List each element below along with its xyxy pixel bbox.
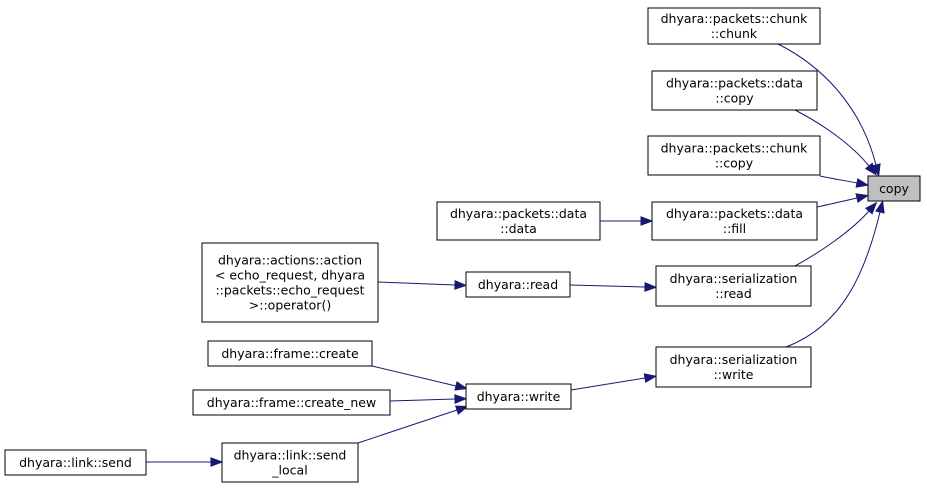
node-label-line: < echo_request, dhyara bbox=[215, 268, 365, 283]
node-box bbox=[465, 271, 571, 298]
edge-send_local-to-write bbox=[357, 405, 469, 444]
edge-data_copy-to-copy bbox=[794, 109, 877, 176]
arrowhead-icon bbox=[454, 381, 469, 391]
node-label-line: >::operator() bbox=[249, 298, 331, 313]
edge-write-to-ser_write bbox=[570, 373, 658, 391]
arrowhead-icon bbox=[643, 373, 658, 383]
edge-data_data-to-data_fill bbox=[600, 216, 654, 226]
arrowhead-icon bbox=[855, 193, 870, 203]
node-label-line: dhyara::link::send bbox=[19, 455, 132, 470]
node-box bbox=[4, 449, 147, 476]
edge-ser_read-to-copy bbox=[794, 201, 878, 267]
nodes-layer: copydhyara::packets::chunk::chunkdhyara:… bbox=[4, 7, 921, 483]
node-label-line: dhyara::read bbox=[478, 277, 558, 292]
node-box bbox=[221, 442, 359, 483]
edge-ser_write-to-copy bbox=[785, 199, 885, 348]
node-label-line: ::write bbox=[714, 367, 754, 382]
edge-chunk_copy-to-copy bbox=[819, 175, 870, 188]
node-label-line: dhyara::serialization bbox=[670, 271, 798, 286]
arrowhead-icon bbox=[875, 199, 885, 214]
node-box bbox=[465, 383, 572, 410]
edge-line bbox=[570, 377, 646, 391]
node-box bbox=[207, 340, 373, 367]
node-box bbox=[436, 201, 601, 241]
node-chunk-copy[interactable]: dhyara::packets::chunk::copy bbox=[647, 135, 821, 176]
edge-line bbox=[816, 197, 858, 208]
arrowhead-icon bbox=[210, 457, 224, 467]
node-ser-write[interactable]: dhyara::serialization::write bbox=[655, 346, 812, 388]
edge-line bbox=[377, 281, 456, 286]
arrowhead-icon bbox=[454, 280, 468, 290]
node-label-line: dhyara::packets::chunk bbox=[661, 11, 809, 26]
node-label-line: copy bbox=[879, 181, 909, 196]
edge-read-to-ser_read bbox=[569, 282, 658, 292]
edge-link_send-to-send_local bbox=[146, 457, 224, 467]
edge-line bbox=[357, 409, 458, 444]
arrowhead-icon bbox=[454, 405, 469, 415]
edge-action_op-to-read bbox=[377, 280, 468, 290]
node-box bbox=[651, 201, 818, 241]
node-box bbox=[655, 346, 812, 388]
node-send-local[interactable]: dhyara::link::send_local bbox=[221, 442, 359, 483]
node-label-line: dhyara::packets::data bbox=[666, 206, 803, 221]
arrowhead-icon bbox=[871, 163, 881, 178]
edge-line bbox=[569, 284, 646, 288]
arrowhead-icon bbox=[644, 282, 658, 292]
node-label-line: _local bbox=[271, 463, 307, 478]
edge-data_fill-to-copy bbox=[816, 193, 870, 208]
node-label-line: dhyara::write bbox=[477, 389, 561, 404]
node-copy[interactable]: copy bbox=[867, 175, 921, 202]
arrowhead-icon bbox=[640, 216, 654, 226]
node-label-line: dhyara::frame::create bbox=[221, 346, 359, 361]
arrowhead-icon bbox=[864, 162, 877, 176]
edge-line bbox=[371, 365, 457, 387]
node-ser-read[interactable]: dhyara::serialization::read bbox=[655, 265, 812, 307]
node-box bbox=[867, 175, 921, 202]
arrowhead-icon bbox=[454, 394, 468, 404]
node-label-line: ::data bbox=[500, 221, 537, 236]
edge-frame_create-to-write bbox=[371, 365, 469, 391]
node-frame-create-new[interactable]: dhyara::frame::create_new bbox=[192, 389, 391, 416]
edge-line bbox=[794, 109, 870, 167]
node-chunk-ctor[interactable]: dhyara::packets::chunk::chunk bbox=[647, 7, 821, 45]
arrowhead-icon bbox=[864, 201, 878, 215]
node-data-fill[interactable]: dhyara::packets::data::fill bbox=[651, 201, 818, 241]
node-label-line: dhyara::packets::data bbox=[666, 76, 803, 91]
node-label-line: ::copy bbox=[715, 156, 754, 171]
node-label-line: dhyara::serialization bbox=[670, 352, 798, 367]
node-box bbox=[647, 7, 821, 45]
edge-frame_create_new-to-write bbox=[389, 394, 468, 404]
node-label-line: ::fill bbox=[723, 221, 746, 236]
node-write[interactable]: dhyara::write bbox=[465, 383, 572, 410]
node-link-send[interactable]: dhyara::link::send bbox=[4, 449, 147, 476]
node-label-line: ::copy bbox=[715, 91, 754, 106]
node-box bbox=[201, 242, 379, 323]
node-label-line: dhyara::actions::action bbox=[218, 253, 362, 268]
edge-line bbox=[785, 211, 881, 348]
node-label-line: ::read bbox=[715, 286, 752, 301]
node-box bbox=[651, 70, 818, 111]
arrowhead-icon bbox=[855, 178, 870, 188]
edge-chunk_ctor-to-copy bbox=[777, 43, 881, 178]
edges-layer bbox=[146, 43, 885, 467]
node-data-copy[interactable]: dhyara::packets::data::copy bbox=[651, 70, 818, 111]
node-box bbox=[647, 135, 821, 176]
node-label-line: ::chunk bbox=[711, 26, 758, 41]
node-read[interactable]: dhyara::read bbox=[465, 271, 571, 298]
node-label-line: ::packets::echo_request bbox=[215, 283, 364, 298]
node-label-line: dhyara::link::send bbox=[234, 448, 347, 463]
node-label-line: dhyara::packets::data bbox=[450, 206, 587, 221]
edge-line bbox=[389, 398, 456, 402]
edge-line bbox=[794, 210, 870, 267]
node-box bbox=[655, 265, 812, 307]
edge-line bbox=[819, 175, 858, 184]
node-data-data[interactable]: dhyara::packets::data::data bbox=[436, 201, 601, 241]
node-frame-create[interactable]: dhyara::frame::create bbox=[207, 340, 373, 367]
edge-line bbox=[777, 43, 877, 166]
node-action-op[interactable]: dhyara::actions::action< echo_request, d… bbox=[201, 242, 379, 323]
node-box bbox=[192, 389, 391, 416]
node-label-line: dhyara::frame::create_new bbox=[207, 395, 376, 410]
node-label-line: dhyara::packets::chunk bbox=[661, 141, 809, 156]
